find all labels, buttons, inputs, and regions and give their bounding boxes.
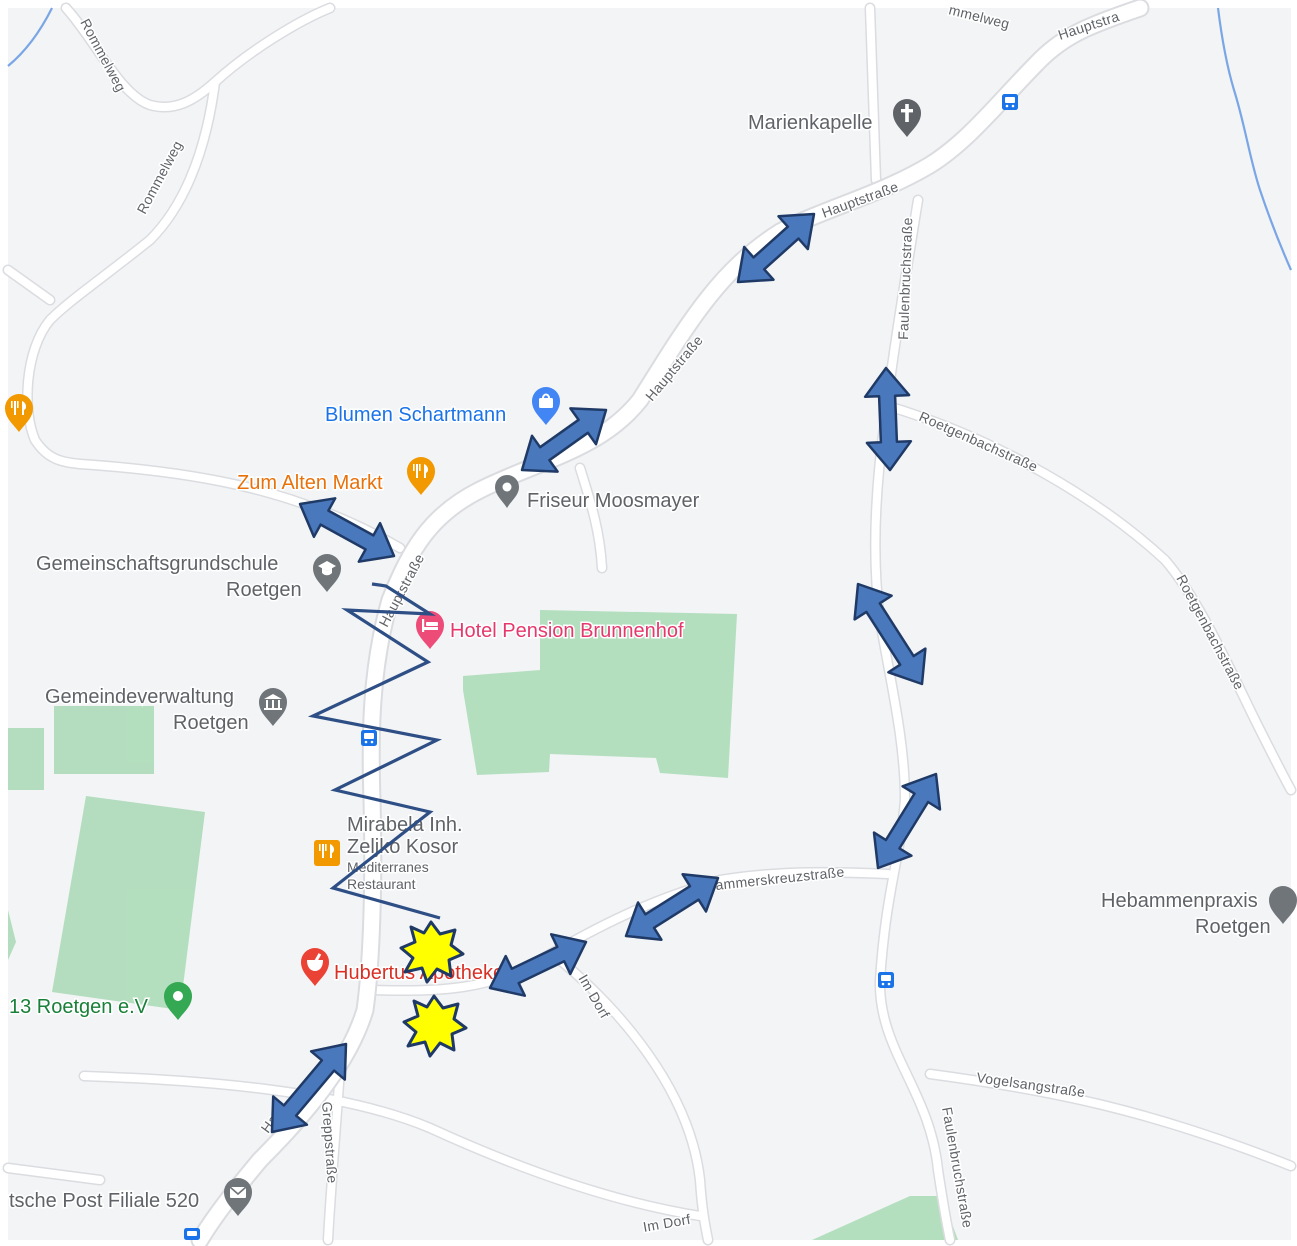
park-west-1 [8, 728, 44, 790]
poi-label-blumen-schartmann[interactable]: Blumen Schartmann [324, 403, 508, 428]
government-building-icon[interactable] [259, 688, 287, 726]
fork-knife-icon[interactable] [5, 394, 33, 432]
poi-label-gemeindeverwaltung[interactable]: Gemeindeverwaltung [44, 685, 236, 710]
poi-label-post-filiale[interactable]: tsche Post Filiale 520 [8, 1189, 201, 1214]
shopping-bag-icon[interactable] [532, 387, 560, 425]
explosion-star [402, 994, 468, 1058]
double-headed-arrow [853, 582, 927, 686]
poi-label-roetgen-verein[interactable]: 13 Roetgen e.V [8, 995, 151, 1020]
poi-label-friseur-moosmayer[interactable]: Friseur Moosmayer [526, 489, 702, 514]
stream-ne [1216, 7, 1293, 271]
double-headed-arrow [270, 1042, 348, 1134]
poi-label-zum-alten-markt[interactable]: Zum Alten Markt [236, 471, 385, 496]
mortar-pestle-icon[interactable] [301, 948, 329, 986]
stream-nw [7, 7, 53, 67]
graduation-cap-icon[interactable] [313, 554, 341, 592]
bus-stop-icon[interactable] [878, 972, 894, 988]
bed-icon[interactable] [416, 611, 444, 649]
envelope-icon[interactable] [224, 1178, 252, 1216]
double-headed-arrow [624, 873, 720, 941]
map-pin-icon[interactable] [1269, 886, 1297, 924]
map-pin-icon[interactable] [495, 475, 519, 508]
poi-label-grundschule[interactable]: Gemeinschaftsgrundschule [35, 552, 280, 577]
poi-layer: Marienkapelle Blumen Schartmann Zum Alte… [5, 94, 1297, 1240]
poi-label-gemeindeverwaltung-place[interactable]: Roetgen [172, 711, 251, 736]
waterways [7, 7, 1293, 271]
park-west-2 [54, 706, 154, 774]
double-headed-arrow [298, 497, 396, 563]
fork-knife-icon[interactable] [407, 457, 435, 495]
park-brunnenhof [463, 610, 737, 778]
explosion-star [399, 920, 465, 984]
double-headed-arrow [863, 366, 913, 472]
poi-label-mirabela-category[interactable]: Restaurant [346, 875, 418, 894]
poi-label-grundschule-place[interactable]: Roetgen [225, 578, 304, 603]
zigzag-line [307, 582, 442, 920]
star-layer [399, 920, 468, 1058]
arrow-layer [270, 212, 942, 1134]
park-sw-strip [8, 910, 16, 960]
bus-stop-icon[interactable] [361, 730, 377, 746]
park-se [812, 1196, 958, 1240]
bus-stop-icon[interactable] [1002, 94, 1018, 110]
poi-label-mirabela-owner[interactable]: Zeljko Kosor [346, 835, 460, 860]
poi-label-hotel-brunnenhof[interactable]: Hotel Pension Brunnenhof [449, 619, 686, 644]
street-label: Faulenbruchstraße [895, 217, 915, 340]
chapel-cross-icon[interactable] [893, 99, 921, 137]
double-headed-arrow [872, 772, 942, 870]
park-areas [8, 610, 958, 1240]
double-headed-arrow [488, 933, 588, 997]
double-headed-arrow [520, 407, 608, 473]
map-pin-icon[interactable] [164, 982, 192, 1020]
park-west-3 [52, 796, 205, 1010]
bus-stop-icon[interactable] [184, 1228, 200, 1240]
double-headed-arrow [736, 212, 816, 284]
poi-label-hebammenpraxis-place[interactable]: Roetgen [1194, 915, 1273, 940]
main-road-hauptstrasse [190, 0, 1150, 1246]
poi-label-marienkapelle[interactable]: Marienkapelle [747, 111, 875, 136]
fork-knife-icon[interactable] [314, 840, 340, 866]
poi-label-hebammenpraxis[interactable]: Hebammenpraxis [1100, 889, 1260, 914]
